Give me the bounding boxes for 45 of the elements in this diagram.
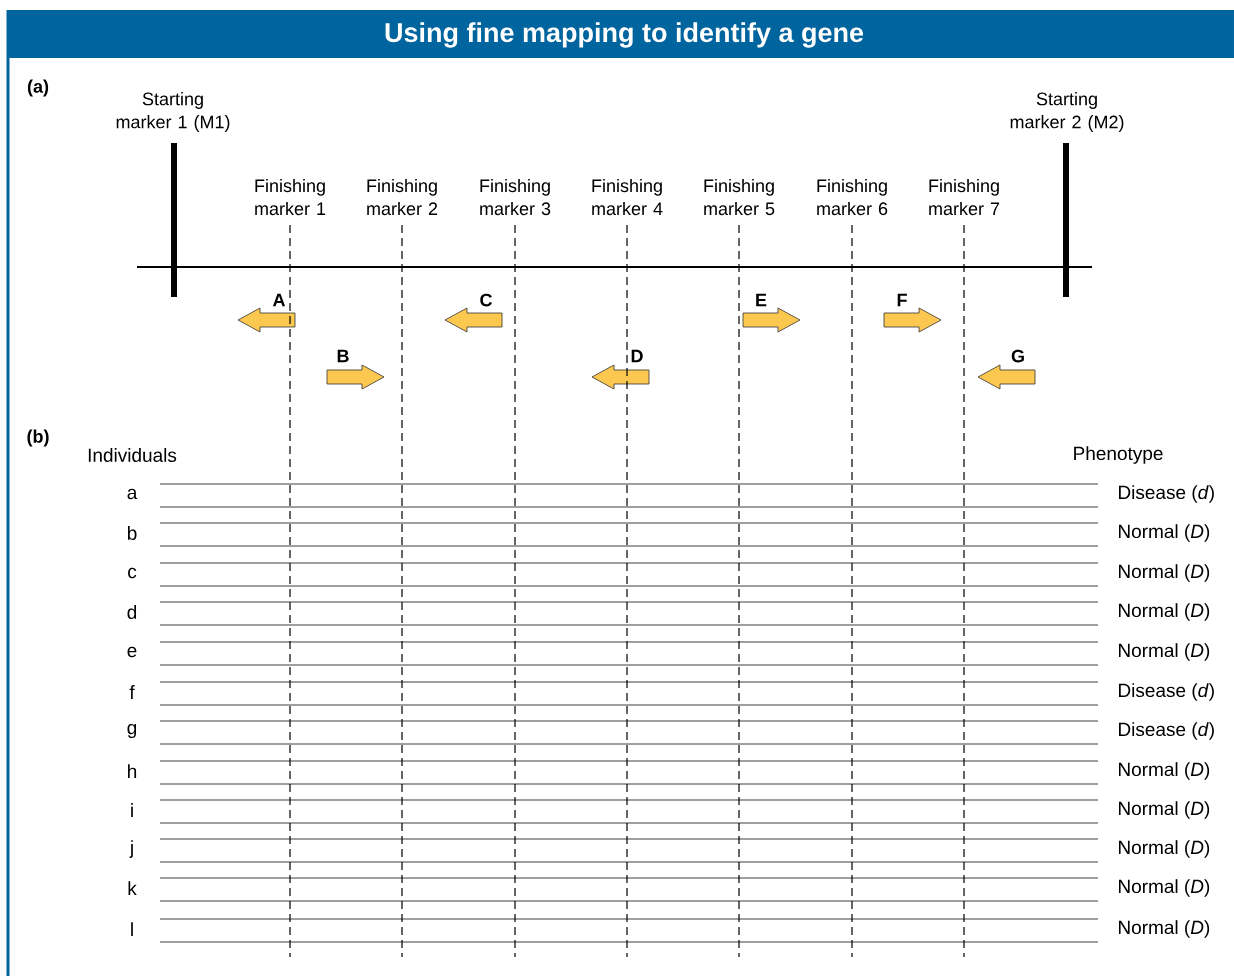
phenotype-label: Disease (d) [1119,485,1214,503]
individual-label: i [131,803,133,817]
column-header: Individuals [88,448,177,462]
marker-label: Finishing marker 6 [817,178,888,216]
marker-label: Finishing marker 4 [592,178,663,216]
individual-label: c [128,567,137,579]
individual-label: g [127,723,137,739]
arrow-letter: D [631,349,643,363]
arrow-letter: E [756,293,767,307]
marker-label: Finishing marker 7 [929,178,1000,216]
marker-label: Finishing marker 5 [704,178,775,216]
column-header: Phenotype [1074,446,1163,464]
individual-label: l [131,922,133,936]
phenotype-label: Normal (D) [1119,879,1210,897]
marker-label: Finishing marker 2 [367,178,438,216]
phenotype-label: Normal (D) [1119,564,1210,582]
phenotype-label: Normal (D) [1119,603,1210,621]
phenotype-label: Disease (d) [1119,722,1214,740]
individual-label: e [127,646,137,658]
phenotype-label: Normal (D) [1119,643,1210,661]
marker-label: Finishing marker 1 [255,178,326,216]
individual-label: b [127,526,137,540]
section-label: (b) [27,429,49,447]
section-label: (a) [27,79,49,97]
arrow-letter: C [480,293,493,307]
individual-label: f [129,685,135,699]
phenotype-label: Disease (d) [1119,683,1214,701]
title-bar: Using fine mapping to identify a gene [8,10,1234,58]
arrow-letter: B [337,349,349,363]
phenotype-label: Normal (D) [1119,920,1210,938]
marker-label: Starting marker 1 (M1) [116,92,230,132]
phenotype-label: Normal (D) [1119,762,1210,780]
phenotype-label: Normal (D) [1119,524,1210,542]
individual-label: h [128,764,137,778]
phenotype-label: Normal (D) [1119,801,1210,819]
arrow-letter: G [1011,349,1024,363]
arrow-letter: F [897,293,907,307]
individual-label: a [127,488,138,500]
marker-label: Finishing marker 3 [480,178,551,216]
individual-label: d [127,605,137,619]
individual-label: k [128,881,137,895]
arrow-letter: A [272,293,286,307]
phenotype-label: Normal (D) [1119,840,1210,858]
individual-label: j [129,840,133,858]
marker-label: Starting marker 2 (M2) [1010,92,1124,132]
